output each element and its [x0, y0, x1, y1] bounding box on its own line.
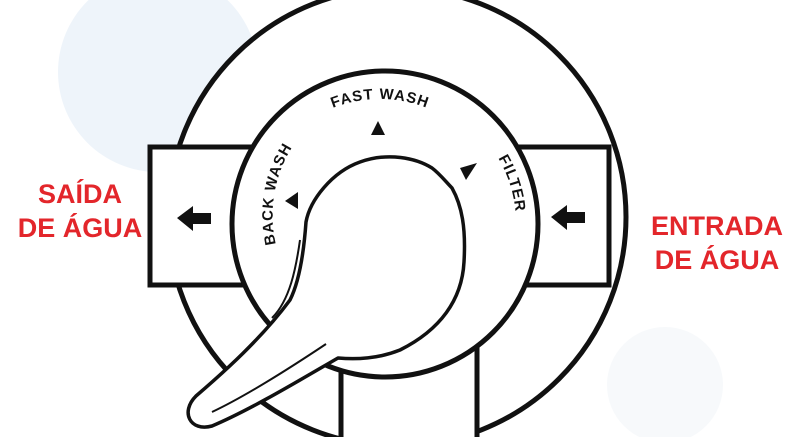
background-circle-small: [607, 327, 723, 437]
arrow-left-icon: [177, 206, 211, 231]
inlet-label: ENTRADA DE ÁGUA: [638, 209, 796, 277]
valve-handle[interactable]: [186, 155, 467, 429]
triangle-marker-icon: [371, 121, 385, 135]
triangle-marker-icon: [285, 192, 298, 209]
outlet-label: SAÍDA DE ÁGUA: [0, 177, 160, 245]
inlet-label-line2: DE ÁGUA: [654, 245, 780, 275]
arrow-left-icon: [551, 205, 585, 230]
inlet-label-line1: ENTRADA: [651, 211, 783, 241]
triangle-marker-icon: [460, 163, 477, 180]
outlet-label-line1: SAÍDA: [37, 179, 122, 209]
handle-contour: [211, 239, 327, 413]
outlet-label-line2: DE ÁGUA: [17, 213, 143, 243]
